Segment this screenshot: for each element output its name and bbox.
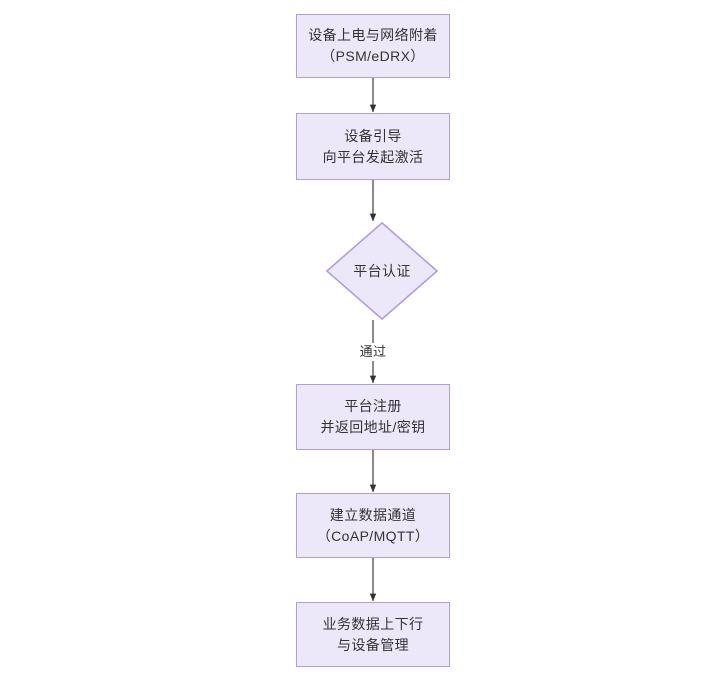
- node-power-on-line-1: 设备上电与网络附着: [308, 27, 438, 43]
- node-platform-register[interactable]: 平台注册 并返回地址/密钥: [296, 384, 450, 450]
- edge-label-pass: 通过: [356, 343, 390, 361]
- node-business-data[interactable]: 业务数据上下行 与设备管理: [296, 602, 450, 667]
- node-bootstrap-line-2: 向平台发起激活: [322, 148, 424, 165]
- node-data-channel-line-1: 建立数据通道: [329, 506, 417, 523]
- node-platform-register-line-2: 并返回地址/密钥: [320, 419, 426, 435]
- node-business-data-line-2: 与设备管理: [337, 636, 409, 653]
- node-data-channel[interactable]: 建立数据通道 （CoAP/MQTT）: [296, 493, 450, 558]
- node-business-data-line-1: 业务数据上下行: [322, 615, 424, 632]
- node-platform-register-line-1: 平台注册: [344, 398, 402, 414]
- node-power-on-line-2: （PSM/eDRX）: [321, 48, 425, 64]
- node-data-channel-line-2: （CoAP/MQTT）: [316, 527, 430, 544]
- node-platform-auth-label: 平台认证: [353, 262, 411, 279]
- node-bootstrap[interactable]: 设备引导 向平台发起激活: [296, 113, 450, 180]
- node-bootstrap-line-1: 设备引导: [344, 127, 402, 144]
- node-power-on[interactable]: 设备上电与网络附着 （PSM/eDRX）: [296, 14, 450, 78]
- diamond-shape-icon: [326, 222, 438, 320]
- node-platform-auth[interactable]: 平台认证: [326, 222, 438, 320]
